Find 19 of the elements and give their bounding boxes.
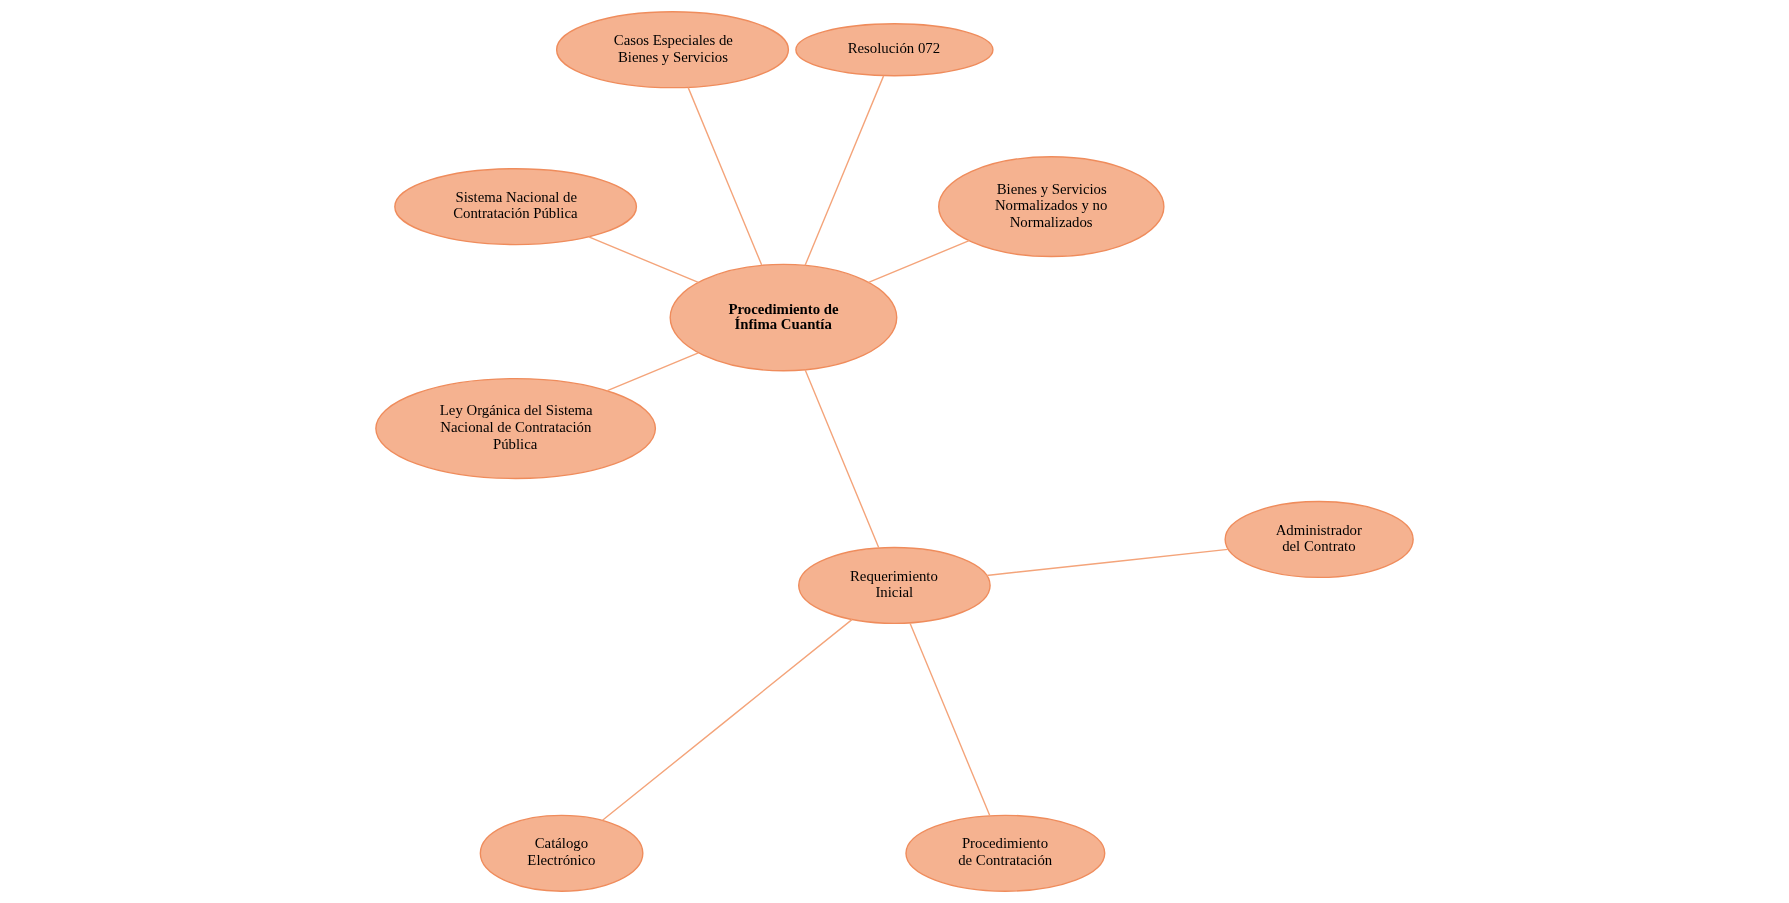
connector (606, 352, 700, 392)
node-ellipse: Bienes y Servicios Normalizados y no Normalizados (938, 156, 1165, 258)
node-ellipse: Requerimiento Inicial (798, 546, 991, 625)
node-ellipse: Catálogo Electrónico (479, 814, 644, 892)
node-ellipse: Administrador del Contrato (1224, 500, 1414, 579)
node-ellipse: Procedimiento de Contratación (905, 814, 1106, 892)
connector (985, 548, 1229, 577)
connector (804, 75, 885, 266)
connector (804, 369, 880, 549)
node-ellipse: Casos Especiales de Bienes y Servicios (555, 11, 790, 89)
node-ellipse: Ley Orgánica del Sistema Nacional de Contratación Pública (375, 377, 657, 480)
node-ellipse: Sistema Nacional de Contratación Pública (394, 168, 638, 246)
connector (867, 239, 970, 284)
connector (588, 236, 700, 284)
node-ellipse: Procedimiento de Ínfima Cuantía (669, 263, 898, 372)
connector (909, 622, 991, 817)
node-ellipse: Resolución 072 (795, 23, 994, 77)
connector (687, 86, 763, 266)
connector (601, 618, 853, 821)
